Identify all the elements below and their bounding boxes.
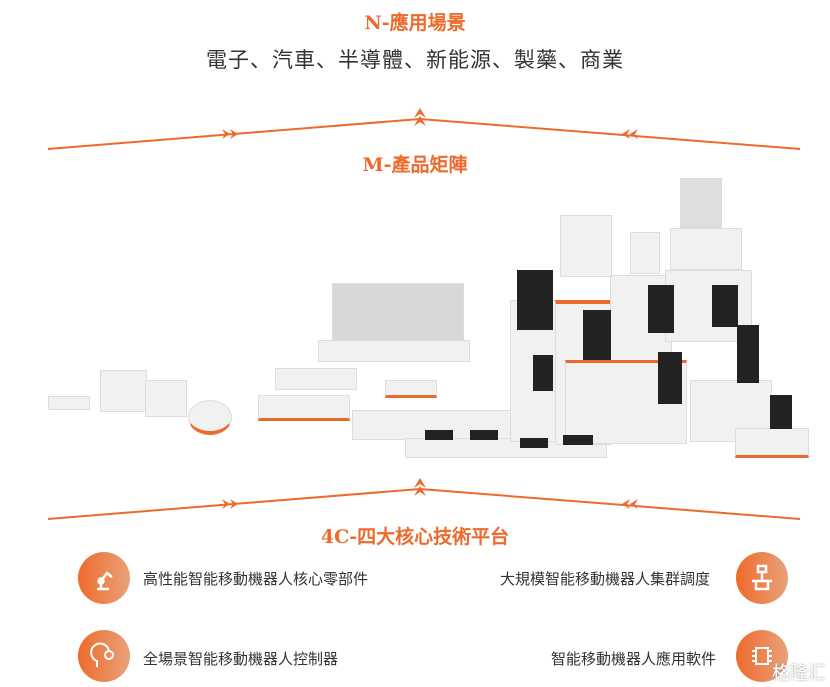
chip-icon — [736, 630, 788, 682]
robot-arm-icon — [78, 552, 130, 604]
chevron-left-icon — [622, 499, 638, 509]
feature-label: 大規模智能移動機器人集群調度 — [500, 570, 711, 588]
watermark: 格隆汇 — [772, 663, 826, 684]
feature-label: 高性能智能移動機器人核心零部件 — [143, 570, 369, 588]
feature-label: 全場景智能移動機器人控制器 — [143, 650, 339, 668]
c-section-title: 4C-四大核心技術平台 — [320, 526, 510, 548]
n-section-title: N-應用場景 — [364, 12, 466, 34]
chevron-right-icon — [222, 129, 238, 139]
chevron-left-icon — [622, 129, 638, 139]
chevron-up-icon — [414, 478, 426, 496]
chevron-up-icon — [414, 108, 426, 126]
feature-label: 智能移動機器人應用軟件 — [551, 650, 717, 668]
m-section-title: M-產品矩陣 — [362, 154, 468, 176]
industries-list: 電子、汽車、半導體、新能源、製藥、商業 — [206, 48, 624, 72]
chevron-right-icon — [222, 499, 238, 509]
dispatch-tower-icon — [736, 552, 788, 604]
brain-gear-icon — [78, 630, 130, 682]
